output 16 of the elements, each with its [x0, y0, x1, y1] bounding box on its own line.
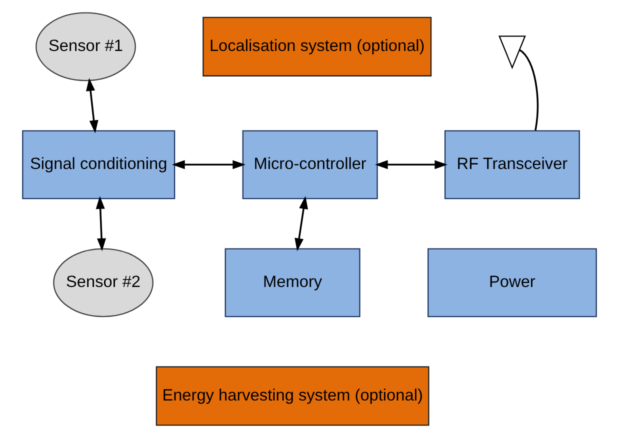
node-antenna — [498, 36, 526, 70]
node-ellipse: Sensor #2 — [52, 248, 153, 318]
arrow — [86, 78, 98, 134]
node-box: Energy harvesting system (optional) — [155, 366, 429, 426]
arrow — [374, 160, 448, 170]
arrow — [95, 196, 106, 252]
node-box: Signal conditioning — [22, 130, 175, 200]
node-box: RF Transceiver — [444, 130, 580, 200]
node-box: Localisation system (optional) — [202, 16, 432, 76]
node-ellipse: Sensor #1 — [35, 12, 136, 82]
arrow — [171, 160, 246, 170]
node-box: Power — [427, 248, 596, 318]
arrow — [294, 196, 308, 252]
node-box: Micro-controller — [242, 130, 378, 200]
connector — [518, 49, 538, 131]
node-box: Memory — [224, 248, 360, 318]
